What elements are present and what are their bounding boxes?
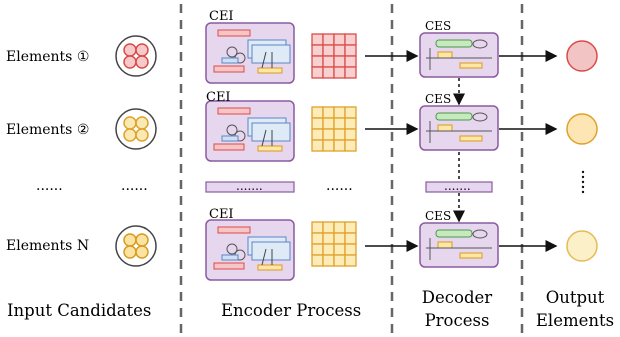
row-3-label: Elements N xyxy=(6,238,89,254)
embedding-grid-1 xyxy=(311,33,357,79)
decoder-block-2 xyxy=(419,105,499,151)
encoder-block-1 xyxy=(205,22,295,84)
decoder-block-3 xyxy=(419,222,499,268)
output-element-n xyxy=(566,230,598,262)
decoder-label-3: CES xyxy=(425,209,451,223)
section-encoder-title: Encoder Process xyxy=(221,301,361,320)
decoder-ellipsis-bar xyxy=(425,181,493,193)
output-element-2 xyxy=(566,113,598,145)
section-input-title: Input Candidates xyxy=(7,301,151,320)
encoder-ellipsis-text: ....... xyxy=(236,179,263,193)
candidate-1-icon xyxy=(115,35,157,77)
encoder-label-1: CEI xyxy=(209,9,234,24)
embedding-grid-3 xyxy=(311,221,357,267)
encoder-block-2 xyxy=(205,100,295,162)
output-element-1 xyxy=(566,40,598,72)
ellipsis-labels: ...... xyxy=(36,178,63,194)
decoder-label-1: CES xyxy=(425,19,451,33)
candidate-2-icon xyxy=(115,108,157,150)
candidate-n-icon xyxy=(115,225,157,267)
section-decoder-title-line2: Process xyxy=(425,311,490,330)
section-output-title-line2: Elements xyxy=(536,311,614,330)
encoder-ellipsis-bar xyxy=(205,181,295,193)
embedding-grids xyxy=(311,33,357,267)
row-1-label: Elements ① xyxy=(6,49,89,65)
grid-ellipsis: ...... xyxy=(326,178,353,194)
row-2-label: Elements ② xyxy=(6,122,89,138)
ellipsis-candidates: ...... xyxy=(121,178,148,194)
decoder-ellipsis-text: ....... xyxy=(444,179,471,193)
section-decoder-title-line1: Decoder xyxy=(422,288,492,307)
section-dividers xyxy=(179,4,524,333)
decoder-label-2: CES xyxy=(425,92,451,106)
encoder-block-3 xyxy=(205,219,295,281)
section-output-title-line1: Output xyxy=(546,288,605,307)
encoder-label-3: CEI xyxy=(209,207,234,222)
encoder-label-2: CEI xyxy=(206,90,231,105)
embedding-grid-2 xyxy=(311,106,357,152)
output-vertical-ellipsis xyxy=(581,170,585,194)
decoder-block-1 xyxy=(419,32,499,78)
